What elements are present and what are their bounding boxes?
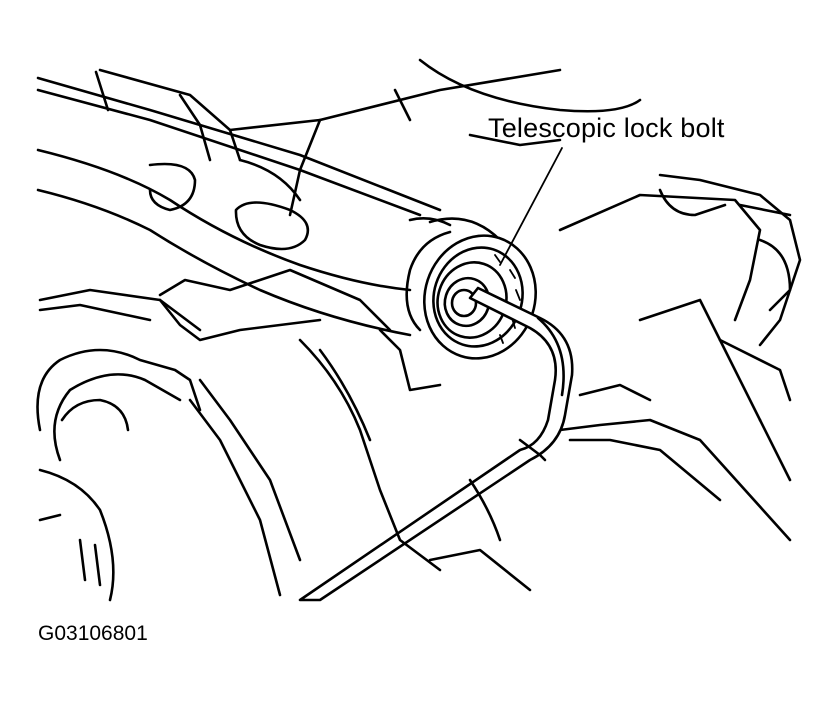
background-structure [38,58,802,542]
lower-housing [36,338,532,602]
callout-leader-line [499,147,563,266]
figure-id: G03106801 [38,622,148,645]
hex-key-tool [298,286,574,602]
callout-label: Telescopic lock bolt [488,113,725,143]
column-arm [36,76,452,337]
